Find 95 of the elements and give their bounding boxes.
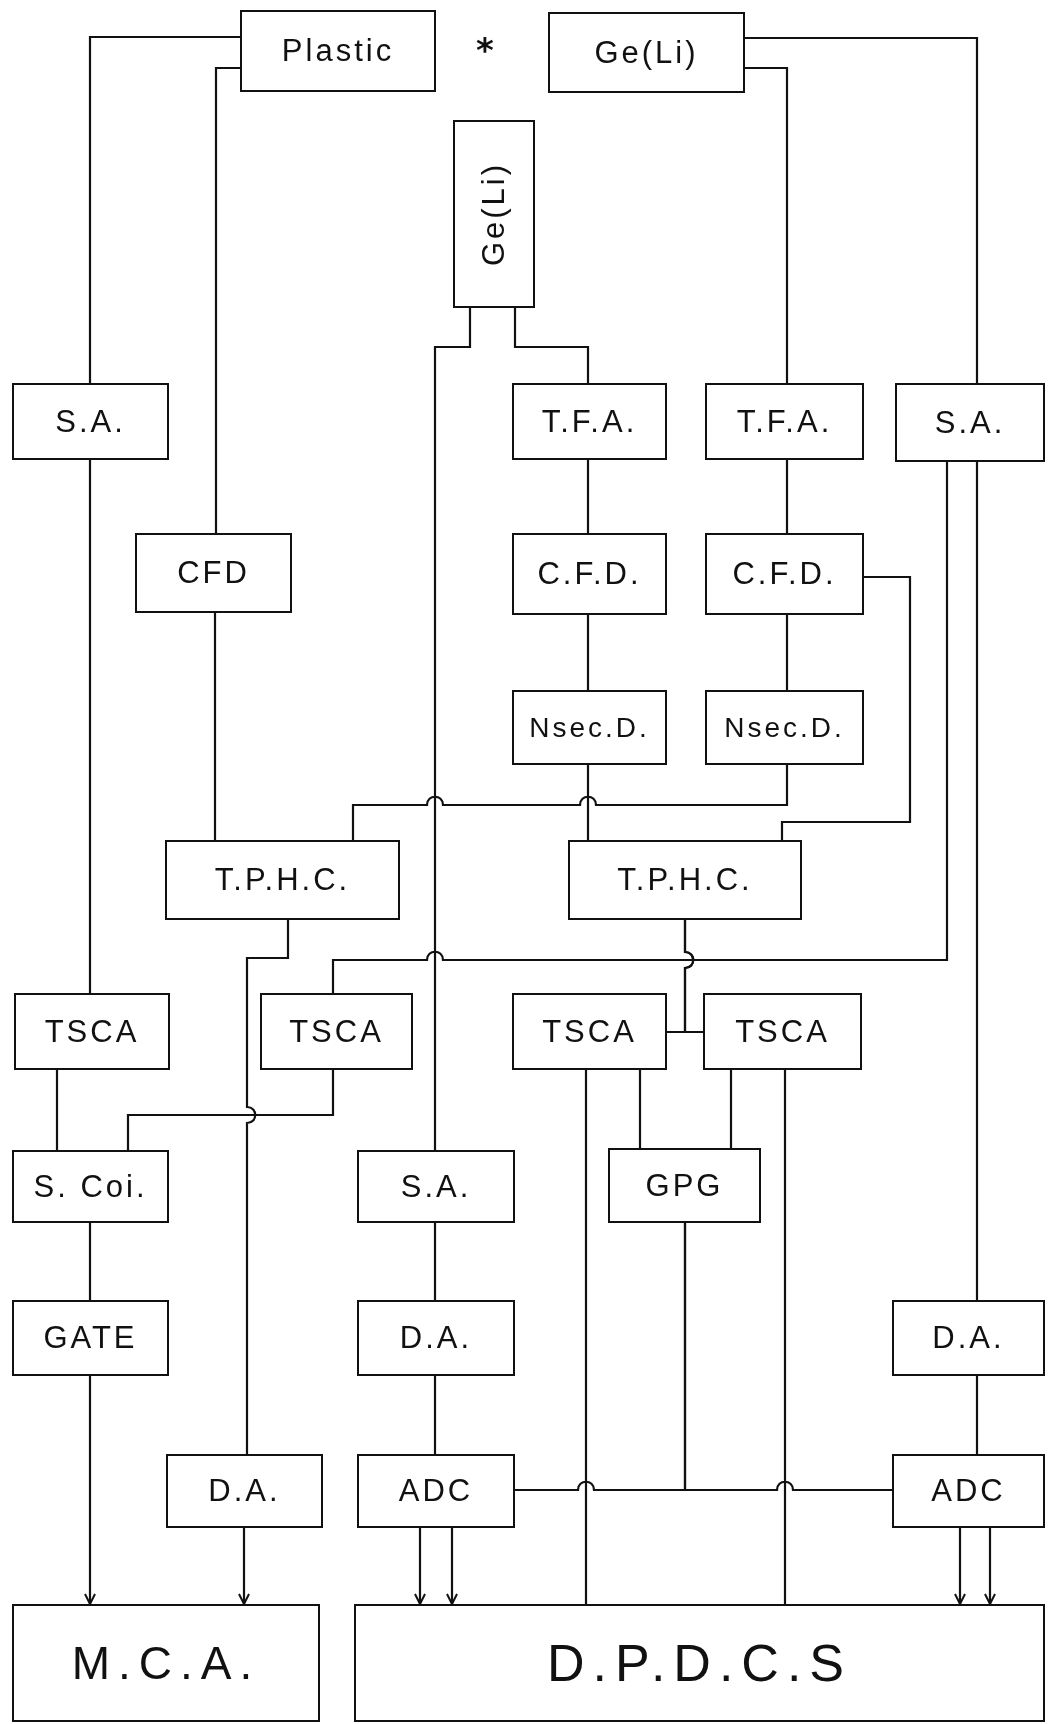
connector-line <box>214 66 240 533</box>
block-label: D.A. <box>208 1473 281 1509</box>
block-box <box>512 383 667 460</box>
block-label: GATE <box>43 1320 138 1356</box>
connector-line <box>433 308 472 1150</box>
block-box <box>453 120 535 308</box>
block-box <box>892 1300 1045 1376</box>
block-box <box>703 993 862 1070</box>
block-box <box>166 1454 323 1528</box>
connector-line <box>88 35 240 383</box>
arrow <box>984 1528 996 1605</box>
connector-line <box>245 920 290 1454</box>
block-label: TSCA <box>289 1013 384 1050</box>
block-box <box>12 1604 320 1722</box>
block-label: T.P.H.C. <box>617 862 753 898</box>
block-box <box>512 993 667 1070</box>
arrow <box>954 1528 966 1605</box>
block-label: S.A. <box>55 403 126 440</box>
connector-line <box>586 765 590 840</box>
block-box <box>705 383 864 460</box>
block-box <box>705 533 864 615</box>
block-label: T.F.A. <box>541 403 638 440</box>
block-box <box>705 690 864 765</box>
connector-line <box>780 575 912 840</box>
block-label: T.F.A. <box>736 403 833 440</box>
connector-line <box>745 66 789 383</box>
block-box <box>260 993 413 1070</box>
connector-line <box>683 1223 892 1492</box>
block-label: ADC <box>398 1473 474 1509</box>
connector-line <box>433 1223 437 1300</box>
block-box <box>12 383 169 460</box>
block-label: C.F.D. <box>732 556 837 592</box>
block-box <box>240 10 436 92</box>
block-label: Nsec.D. <box>724 711 845 744</box>
connector-line <box>586 460 590 533</box>
arrow <box>238 1528 250 1605</box>
block-label: TSCA <box>542 1013 637 1050</box>
block-label: TSCA <box>44 1013 140 1050</box>
block-label: D.A. <box>932 1320 1005 1356</box>
connector-line <box>975 462 979 1300</box>
connector-line <box>584 1070 588 1604</box>
block-box <box>568 840 802 920</box>
block-label: Ge(Li) <box>594 34 699 71</box>
connector-line <box>783 1070 787 1604</box>
block-box <box>12 1300 169 1376</box>
block-box <box>892 1454 1045 1528</box>
block-box <box>608 1148 761 1223</box>
connector-line <box>975 1376 979 1454</box>
connector-line <box>586 615 590 690</box>
block-label: M.C.A. <box>71 1636 261 1690</box>
block-label: D.P.D.C.S <box>546 1633 853 1693</box>
block-box <box>354 1604 1045 1722</box>
block-label: C.F.D. <box>537 556 642 592</box>
connector-line <box>213 613 217 840</box>
arrow <box>414 1528 426 1605</box>
arrow <box>84 1376 96 1605</box>
connector-line <box>351 765 789 840</box>
block-box <box>165 840 400 920</box>
block-label: Nsec.D. <box>529 711 650 744</box>
connector-line <box>55 1070 59 1150</box>
block-label: D.A. <box>399 1320 473 1356</box>
connector-line <box>785 460 789 533</box>
block-box <box>895 383 1045 462</box>
asterisk-mark: * <box>476 30 494 70</box>
connector-line <box>433 1376 437 1454</box>
connector-line <box>331 462 949 993</box>
block-box <box>357 1300 515 1376</box>
connector-line <box>126 1070 335 1150</box>
block-label: Ge(Li) <box>476 161 512 267</box>
block-box <box>14 993 170 1070</box>
block-box <box>548 12 745 93</box>
connector-line <box>729 1070 733 1148</box>
block-box <box>512 533 667 615</box>
connector-line <box>88 1223 92 1300</box>
block-label: S.A. <box>400 1168 472 1205</box>
block-label: TSCA <box>735 1013 830 1050</box>
block-label: S. Coi. <box>33 1168 148 1205</box>
block-box <box>135 533 292 613</box>
block-label: CFD <box>177 555 250 591</box>
block-label: S.A. <box>934 404 1006 441</box>
connector-line <box>638 1070 642 1148</box>
block-box <box>512 690 667 765</box>
block-label: GPG <box>645 1167 724 1204</box>
connector-line <box>88 460 92 993</box>
connector-line <box>745 36 979 383</box>
arrow <box>446 1528 458 1605</box>
block-box <box>357 1150 515 1223</box>
connector-line <box>785 615 789 690</box>
block-label: T.P.H.C. <box>214 862 351 898</box>
block-label: ADC <box>931 1473 1006 1509</box>
connector-line <box>683 920 703 1034</box>
block-box <box>12 1150 169 1223</box>
block-label: Plastic <box>281 33 395 69</box>
connector-line <box>513 308 590 383</box>
block-box <box>357 1454 515 1528</box>
